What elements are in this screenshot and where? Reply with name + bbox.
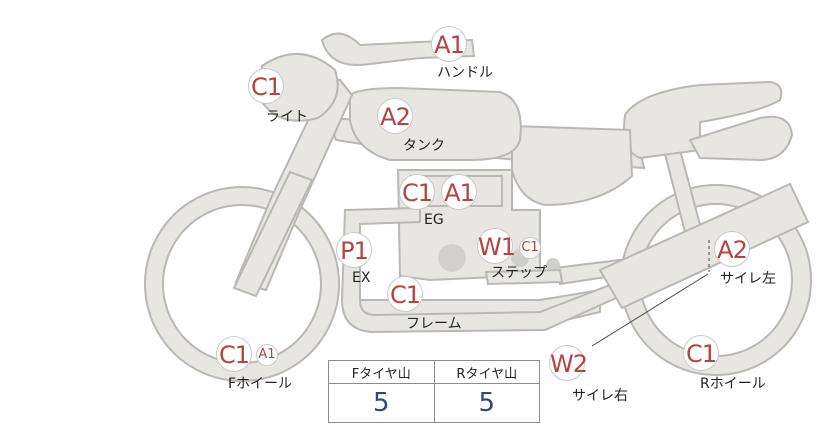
side-cover (511, 124, 634, 207)
fork-tube (232, 170, 314, 298)
handle-badge-a1[interactable]: A1 (431, 26, 467, 62)
rear-wheel-label: Rホイール (700, 376, 766, 392)
rear-tread-value[interactable]: 5 (433, 383, 540, 423)
frame-label: フレーム (406, 316, 462, 332)
engine-cover (438, 244, 466, 272)
muffler-right-badge-w2[interactable]: W2 (549, 345, 588, 381)
engine-badge-c1[interactable]: C1 (399, 174, 435, 210)
step-badge-w1[interactable]: W1 (477, 228, 516, 264)
muffler (598, 182, 810, 310)
exhaust-label: EX (352, 270, 371, 286)
muffler-left-label: サイレ左 (720, 271, 776, 287)
leader-line-muffler-r (591, 273, 709, 347)
tire-tread-value-row: 5 5 (328, 383, 540, 423)
rear-wheel-badge-c1[interactable]: C1 (683, 335, 719, 371)
step-label: ステップ (491, 265, 547, 281)
seat (623, 80, 783, 160)
tire-tread-header-row: Fタイヤ山 Rタイヤ山 (328, 360, 540, 384)
front-tread-header: Fタイヤ山 (328, 360, 435, 384)
exhaust-pipe (340, 206, 618, 334)
front-wheel-label: Fホイール (228, 376, 293, 392)
tank-badge-a2[interactable]: A2 (377, 98, 413, 134)
engine-badge-a1[interactable]: A1 (441, 174, 477, 210)
tail (688, 115, 794, 162)
front-tread-value[interactable]: 5 (328, 383, 435, 423)
tank-label: タンク (403, 138, 445, 154)
muffler-left-badge-a2[interactable]: A2 (714, 231, 750, 267)
exhaust-badge-p1[interactable]: P1 (336, 232, 372, 268)
step-badge-c1[interactable]: C1 (519, 237, 541, 259)
front-wheel-badge-a1[interactable]: A1 (256, 344, 278, 366)
engine-label: EG (424, 212, 444, 228)
muffler-right-label: サイレ右 (572, 388, 628, 404)
tire-tread-table: Fタイヤ山 Rタイヤ山 5 5 (328, 360, 540, 423)
rear-tread-header: Rタイヤ山 (433, 360, 540, 384)
frame-badge-c1[interactable]: C1 (387, 276, 423, 312)
light-label: ライト (266, 109, 308, 125)
light-badge-c1[interactable]: C1 (248, 68, 284, 104)
step-bar (484, 268, 564, 286)
front-wheel-badge-c1[interactable]: C1 (216, 336, 252, 372)
headlight (261, 53, 339, 122)
handle-label: ハンドル (437, 65, 493, 81)
